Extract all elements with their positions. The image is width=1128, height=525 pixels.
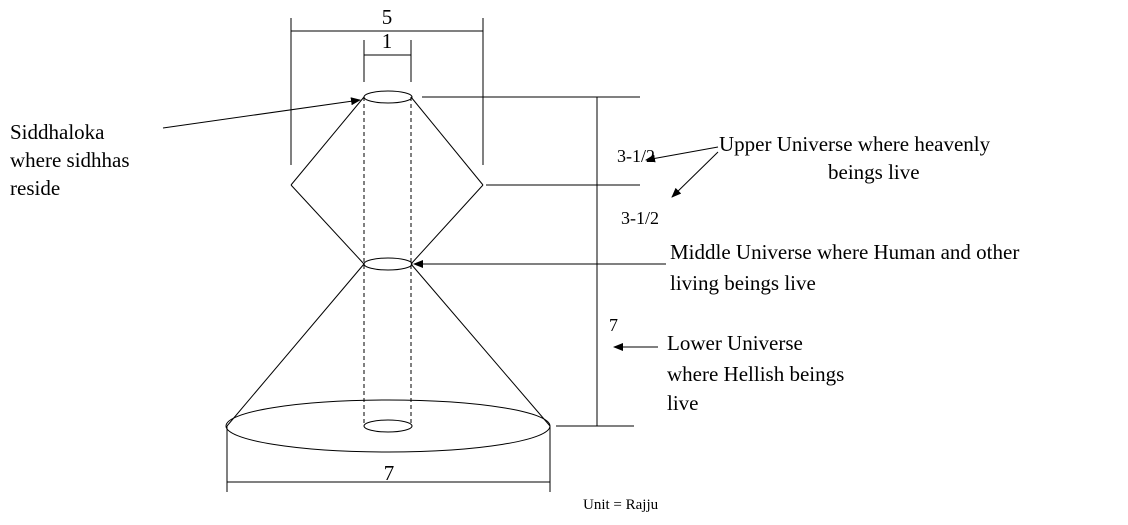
lower-universe-shape (225, 263, 551, 453)
unit-note: Unit = Rajju (583, 497, 659, 513)
lower-label-line1: Lower Universe (667, 331, 803, 355)
upper-arrow-2 (671, 151, 719, 198)
upper-universe-annotation: Upper Universe where heavenly beings liv… (645, 132, 991, 198)
top-width-label: 5 (382, 5, 393, 29)
upper-height-label-a: 3-1/2 (617, 146, 655, 166)
inner-width-label: 1 (382, 29, 393, 53)
siddhaloka-annotation: Siddhaloka where sidhhas reside (10, 97, 361, 200)
lower-label-line2: where Hellish beings (667, 362, 844, 386)
lower-label-line3: live (667, 391, 699, 415)
base-width-dimension: 7 (226, 426, 551, 492)
upper-label-line2: beings live (828, 160, 920, 184)
middle-ellipse (363, 257, 413, 271)
upper-universe-shape (290, 96, 484, 265)
base-width-label: 7 (384, 461, 395, 485)
lower-universe-annotation: Lower Universe where Hellish beings live (613, 331, 844, 415)
middle-universe-annotation: Middle Universe where Human and other li… (413, 240, 1019, 295)
siddhaloka-label-line3: reside (10, 176, 60, 200)
middle-label-line1: Middle Universe where Human and other (670, 240, 1019, 264)
siddhaloka-label-line2: where sidhhas (10, 148, 130, 172)
siddhaloka-label-line1: Siddhaloka (10, 120, 105, 144)
height-dimensions: 3-1/2 3-1/2 7 (422, 96, 659, 427)
base-ellipse (225, 399, 551, 453)
lower-height-label: 7 (609, 315, 618, 335)
bottom-ellipse (363, 419, 413, 433)
middle-label-line2: living beings live (670, 271, 816, 295)
upper-height-label-b: 3-1/2 (621, 208, 659, 228)
top-width-dimension: 5 (290, 5, 484, 165)
siddhaloka-ellipse (363, 90, 413, 104)
siddhaloka-arrow (162, 97, 361, 129)
central-column (363, 90, 413, 433)
upper-label-line1: Upper Universe where heavenly (719, 132, 991, 156)
inner-width-dimension: 1 (363, 29, 412, 82)
upper-arrow-1 (645, 146, 719, 163)
